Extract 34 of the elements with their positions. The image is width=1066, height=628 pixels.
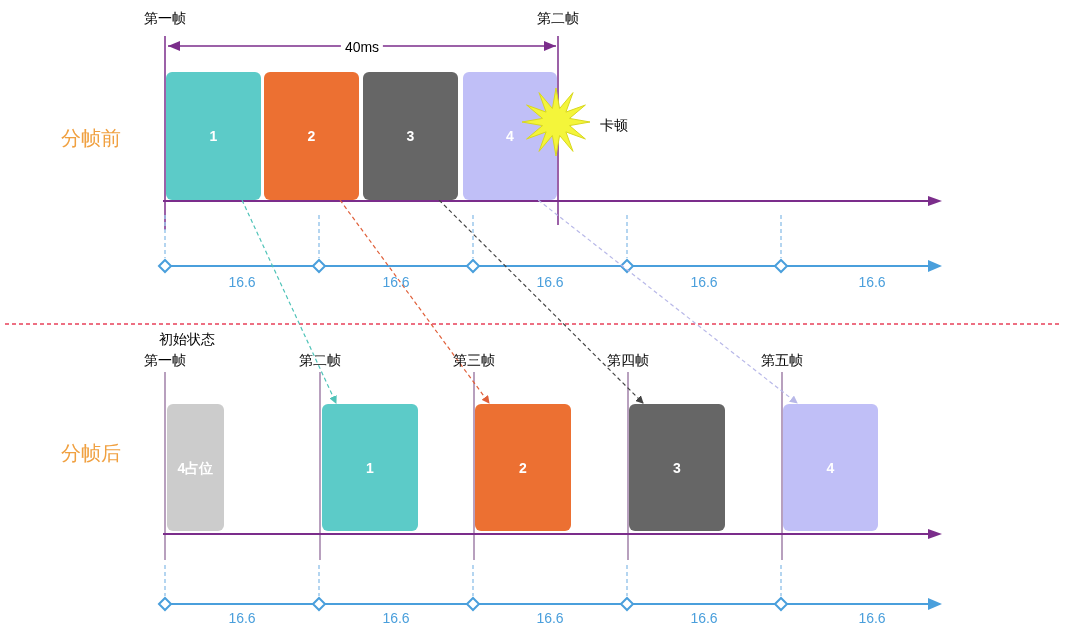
label-text: 16.6: [858, 275, 886, 289]
label-text: 第一帧: [144, 11, 186, 25]
arrow: [438, 199, 644, 404]
label-text: 16.6: [690, 611, 718, 625]
label-text: 16.6: [536, 611, 564, 625]
label-text: 第五帧: [761, 353, 803, 367]
label-text: 分帧后: [61, 443, 121, 463]
label-text: 第三帧: [453, 353, 495, 367]
label-text: 卡顿: [600, 118, 628, 132]
frame-block: 2: [264, 72, 359, 200]
label-text: 16.6: [536, 275, 564, 289]
frame-block: 3: [363, 72, 458, 200]
label-text: 40ms: [340, 40, 384, 54]
label-text: 分帧前: [61, 128, 121, 148]
label-text: 16.6: [228, 611, 256, 625]
frame-block: 1: [166, 72, 261, 200]
label-text: 16.6: [858, 611, 886, 625]
label-text: 16.6: [228, 275, 256, 289]
label-text: 16.6: [382, 611, 410, 625]
label-text: 第二帧: [537, 11, 579, 25]
label-text: 第二帧: [299, 353, 341, 367]
label-text: 16.6: [690, 275, 718, 289]
label-text: 初始状态: [159, 332, 215, 346]
arrow: [339, 199, 490, 404]
frame-block: 1: [322, 404, 418, 531]
label-text: 第一帧: [144, 353, 186, 367]
label-text: 16.6: [382, 275, 410, 289]
arrow: [537, 199, 798, 404]
frame-block: 4: [463, 72, 557, 200]
label-text: 第四帧: [607, 353, 649, 367]
frame-block: 3: [629, 404, 725, 531]
arrow: [241, 199, 337, 404]
frame-block: 2: [475, 404, 571, 531]
frame-block: 4: [783, 404, 878, 531]
